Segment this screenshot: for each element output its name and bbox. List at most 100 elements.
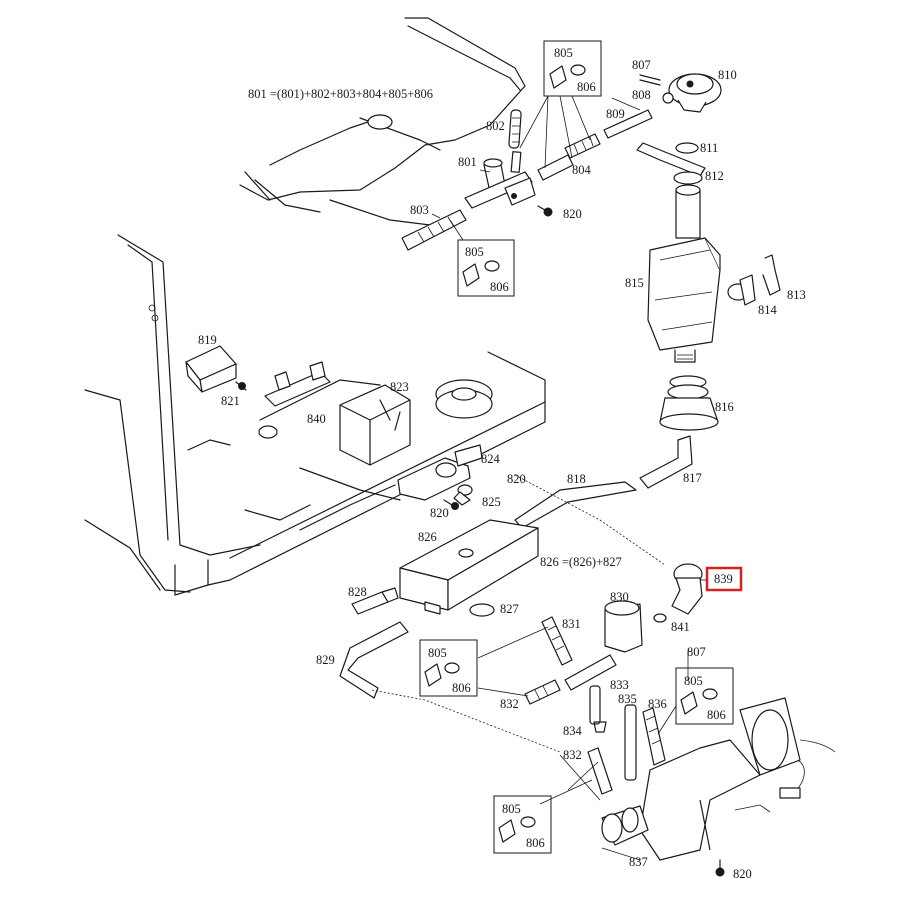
- label-804: 804: [572, 163, 592, 177]
- box-805-806-top: [543, 40, 602, 97]
- part-828-hose: [351, 587, 399, 615]
- part-818-hose: [514, 481, 637, 529]
- part-814-thermostat: [727, 274, 756, 306]
- part-802-tube: [508, 109, 522, 149]
- label-807: 807: [632, 58, 651, 72]
- label-817: 817: [683, 471, 702, 485]
- label-811: 811: [700, 141, 718, 155]
- part-827-oring: [469, 603, 495, 617]
- part-829-hose: [339, 621, 409, 699]
- top-cover-outline: [239, 17, 526, 226]
- part-815-solenoid-pump: [647, 184, 721, 363]
- label-825: 825: [482, 495, 501, 509]
- label-814: 814: [758, 303, 778, 317]
- label-835: 835: [618, 692, 637, 706]
- box-805-806-right: [675, 667, 734, 725]
- label-834: 834: [563, 724, 583, 738]
- part-830-valve: [564, 600, 643, 691]
- part-807-clip-top: [639, 74, 661, 86]
- label-820: 820: [430, 506, 449, 520]
- label-827: 827: [500, 602, 519, 616]
- label-828: 828: [348, 585, 367, 599]
- part-808-nut: [662, 92, 674, 104]
- part-809-tube: [603, 109, 653, 139]
- part-820-screw-mid: [443, 499, 459, 510]
- label-821: 821: [221, 394, 240, 408]
- part-819-switch: [185, 345, 237, 393]
- part-831-hose: [541, 616, 573, 666]
- label-829: 829: [316, 653, 335, 667]
- label-805: 805: [684, 674, 703, 688]
- clamp-icons: [424, 64, 718, 843]
- box-805-806-mid: [457, 239, 515, 297]
- base-frame-outline: [84, 234, 546, 596]
- label-831: 831: [562, 617, 581, 631]
- part-836-hose: [642, 707, 666, 766]
- label-824: 824: [481, 452, 501, 466]
- label-836: 836: [648, 697, 667, 711]
- label-841: 841: [671, 620, 690, 634]
- part-801-valve: [464, 151, 536, 209]
- label-803: 803: [410, 203, 429, 217]
- part-810-cap: [668, 73, 722, 113]
- box-805-806-left: [419, 639, 478, 697]
- part-816-spring: [659, 375, 719, 431]
- label-805: 805: [554, 46, 573, 60]
- label-805: 805: [428, 646, 447, 660]
- label-812: 812: [705, 169, 724, 183]
- part-821-screw: [235, 381, 247, 391]
- part-820-screw-bottom: [715, 859, 725, 877]
- label-806: 806: [526, 836, 545, 850]
- formula-826: 826 =(826)+827: [540, 555, 622, 569]
- label-806: 806: [707, 708, 726, 722]
- part-811-oring: [675, 142, 699, 154]
- label-839: 839: [714, 572, 733, 586]
- highlight-box-839: [705, 566, 743, 592]
- connection-lines: [371, 474, 689, 861]
- label-807: 807: [687, 645, 706, 659]
- coil-ring: [435, 379, 493, 419]
- part-820-screw-top: [537, 205, 553, 217]
- label-832: 832: [500, 697, 519, 711]
- label-806: 806: [490, 280, 509, 294]
- label-809: 809: [606, 107, 625, 121]
- label-806: 806: [452, 681, 471, 695]
- part-826-heater-block: [399, 519, 539, 615]
- part-804-hoses: [537, 133, 601, 181]
- label-837: 837: [629, 855, 648, 869]
- part-834-clip: [593, 721, 607, 733]
- part-824-valve: [397, 444, 483, 501]
- label-830: 830: [610, 590, 629, 604]
- label-815: 815: [625, 276, 644, 290]
- part-825-fitting: [453, 484, 473, 506]
- part-817-elbow-hose: [639, 435, 693, 489]
- label-805: 805: [502, 802, 521, 816]
- label-816: 816: [715, 400, 734, 414]
- label-826: 826: [418, 530, 437, 544]
- box-805-806-bottom: [493, 795, 552, 854]
- label-840: 840: [307, 412, 326, 426]
- label-813: 813: [787, 288, 806, 302]
- formula-801: 801 =(801)+802+803+804+805+806: [248, 87, 433, 101]
- part-832-hose-a: [524, 679, 561, 705]
- label-818: 818: [567, 472, 586, 486]
- label-806: 806: [577, 80, 596, 94]
- part-812-bracket: [636, 142, 706, 185]
- label-820: 820: [507, 472, 526, 486]
- part-840-bracket: [264, 361, 331, 407]
- label-823: 823: [390, 380, 409, 394]
- part-833-hose: [589, 685, 601, 725]
- label-833: 833: [610, 678, 629, 692]
- part-832-hose-b: [587, 747, 613, 795]
- label-832: 832: [563, 748, 582, 762]
- part-841-oring: [653, 613, 667, 623]
- part-813-clip: [762, 254, 781, 296]
- part-835-tube: [624, 704, 637, 781]
- label-808: 808: [632, 88, 651, 102]
- label-805: 805: [465, 245, 484, 259]
- part-839-elbow: [671, 563, 703, 615]
- part-823-coil: [339, 384, 411, 466]
- label-820: 820: [563, 207, 582, 221]
- part-837-pump: [601, 697, 836, 861]
